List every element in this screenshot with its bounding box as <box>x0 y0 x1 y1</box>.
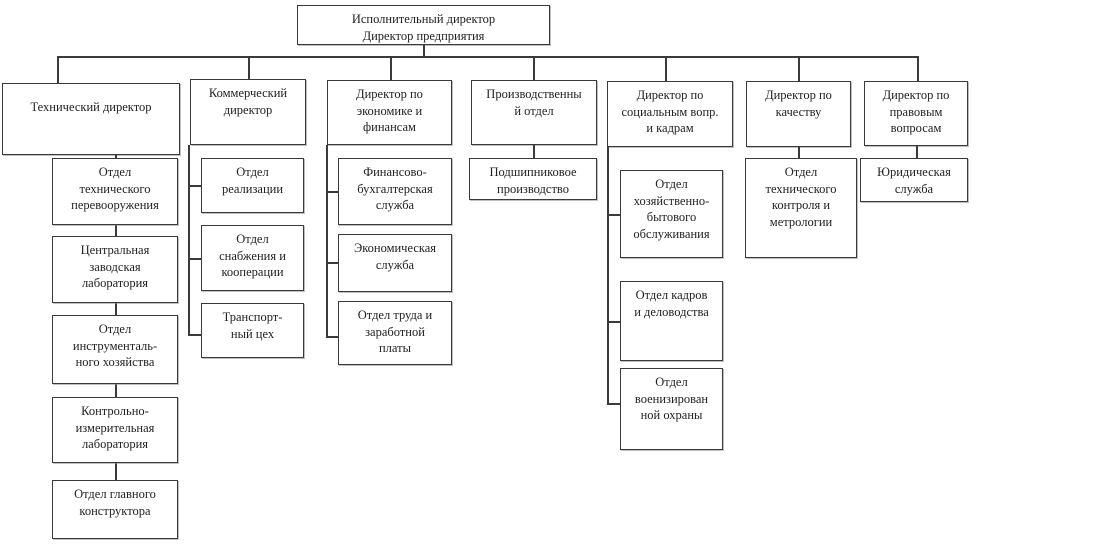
node-economics-director: Директор по экономике и финансам <box>327 80 452 145</box>
connector-drop-quality <box>798 56 800 81</box>
node-executive-director: Исполнительный директор Директор предпри… <box>297 5 550 45</box>
connector-root-riser <box>423 45 425 56</box>
node-dept-technical-rearmament: Отдел технического перевооружения <box>52 158 178 225</box>
connector-main-rail <box>57 56 919 58</box>
node-commercial-director: Коммерческий директор <box>190 79 306 145</box>
connector-drop-quality-control <box>798 147 800 158</box>
node-bearing-production: Подшипниковое производство <box>469 158 597 200</box>
node-dept-tool-facilities: Отдел инструменталь- ного хозяйства <box>52 315 178 384</box>
node-supply-cooperation-dept: Отдел снабжения и кооперации <box>201 225 304 291</box>
node-legal-director: Директор по правовым вопросам <box>864 81 968 146</box>
connector-drop-economics <box>390 56 392 80</box>
node-transport-shop: Транспорт- ный цех <box>201 303 304 358</box>
connector-drop-commercial <box>248 56 250 79</box>
connector-stub-sales <box>188 185 201 187</box>
node-social-director: Директор по социальным вопр. и кадрам <box>607 81 733 147</box>
node-production-department: Производственны й отдел <box>471 80 597 145</box>
node-control-measuring-laboratory: Контрольно- измерительная лаборатория <box>52 397 178 463</box>
connector-chain-tech-1 <box>115 155 117 159</box>
connector-stub-economic <box>326 262 338 264</box>
connector-chain-tech-2 <box>115 225 117 236</box>
node-labor-wages-dept: Отдел труда и заработной платы <box>338 301 452 365</box>
node-technical-director: Технический директор <box>2 83 180 155</box>
connector-stub-finance <box>326 191 338 193</box>
connector-chain-tech-5 <box>115 463 117 480</box>
connector-drop-legal-service <box>916 146 918 158</box>
connector-stub-household <box>607 214 620 216</box>
connector-stub-personnel <box>607 321 620 323</box>
node-paramilitary-guard-dept: Отдел военизирован ной охраны <box>620 368 723 450</box>
connector-drop-bearing <box>533 145 535 158</box>
connector-chain-tech-3 <box>115 303 117 315</box>
node-quality-director: Директор по качеству <box>746 81 851 147</box>
node-household-services-dept: Отдел хозяйственно- бытового обслуживани… <box>620 170 723 258</box>
node-legal-service: Юридическая служба <box>860 158 968 202</box>
node-finance-accounting-service: Финансово- бухгалтерская служба <box>338 158 452 225</box>
node-economic-service: Экономическая служба <box>338 234 452 292</box>
connector-drop-social <box>665 56 667 81</box>
connector-stub-supply <box>188 258 201 260</box>
connector-spine-commercial <box>188 145 190 335</box>
node-quality-control-metrology-dept: Отдел технического контроля и метрологии <box>745 158 857 258</box>
connector-drop-legal <box>917 56 919 81</box>
node-central-factory-laboratory: Центральная заводская лаборатория <box>52 236 178 303</box>
connector-stub-transport <box>188 334 201 336</box>
connector-stub-guard <box>607 403 620 405</box>
connector-stub-labor <box>326 336 338 338</box>
node-sales-dept: Отдел реализации <box>201 158 304 213</box>
node-chief-designer-dept: Отдел главного конструктора <box>52 480 178 539</box>
connector-chain-tech-4 <box>115 384 117 397</box>
connector-drop-production <box>533 56 535 80</box>
connector-spine-economics <box>326 145 328 337</box>
connector-spine-social <box>607 147 609 404</box>
connector-drop-technical <box>57 56 59 83</box>
node-personnel-records-dept: Отдел кадров и деловодства <box>620 281 723 361</box>
